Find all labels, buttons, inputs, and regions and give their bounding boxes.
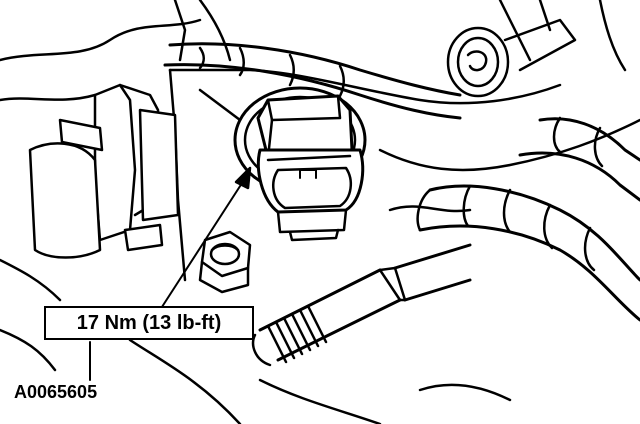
leader-arrow (159, 166, 252, 311)
threaded-pipe (251, 243, 472, 367)
wiring-harness (163, 42, 462, 120)
figure-id-label: A0065605 (14, 382, 98, 402)
round-connector (446, 0, 577, 98)
torque-label: 17 Nm (13 lb-ft) (76, 311, 222, 334)
sensor-connector (256, 94, 365, 242)
hose-bundle (416, 116, 640, 322)
mounting-bolt (198, 230, 252, 294)
bracket-clip (28, 83, 180, 259)
torque-callout-box: 17 Nm (13 lb-ft) (44, 306, 254, 340)
